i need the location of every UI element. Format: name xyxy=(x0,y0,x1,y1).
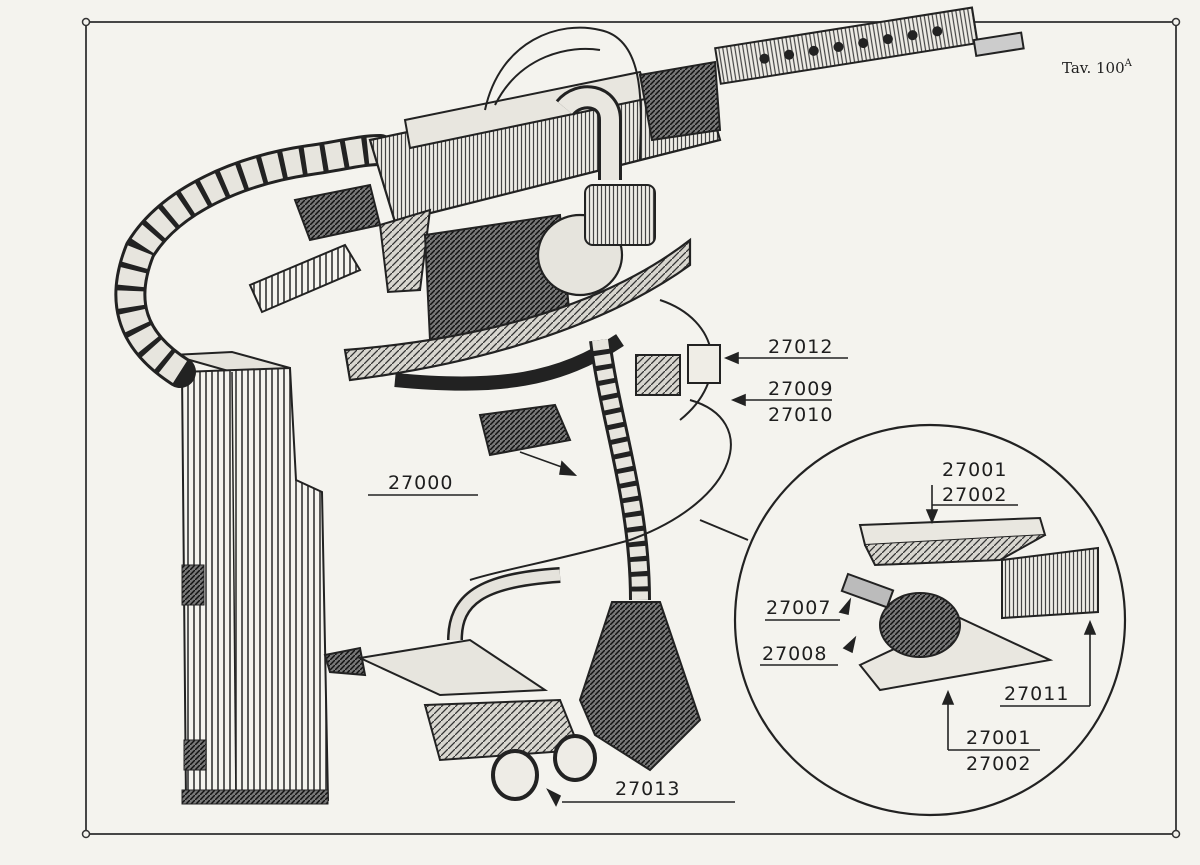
label-27011: 27011 xyxy=(1004,683,1069,705)
ammunition-box-illustration xyxy=(171,350,330,805)
label-27009: 27009 xyxy=(768,378,833,400)
support-column-illustration xyxy=(469,338,732,772)
label-27007: 27007 xyxy=(766,597,831,619)
foot-bracket-illustration xyxy=(323,567,597,801)
label-27001-top: 27001 xyxy=(942,459,1007,481)
plate-number: Tav. 100A xyxy=(1062,58,1133,77)
callout-lines xyxy=(368,351,1097,807)
machine-gun-illustration xyxy=(248,6,1025,314)
label-27002-bottom: 27002 xyxy=(966,753,1031,775)
label-27012: 27012 xyxy=(768,336,833,358)
label-27008: 27008 xyxy=(762,643,827,665)
label-27002-top: 27002 xyxy=(942,484,1007,506)
feed-chute-illustration xyxy=(114,134,396,388)
label-27001-bottom: 27001 xyxy=(966,727,1031,749)
label-27013: 27013 xyxy=(615,778,680,800)
label-27010: 27010 xyxy=(768,404,833,426)
plate-frame xyxy=(81,17,1181,839)
detail-inset xyxy=(699,423,1127,817)
label-27000: 27000 xyxy=(388,472,453,494)
